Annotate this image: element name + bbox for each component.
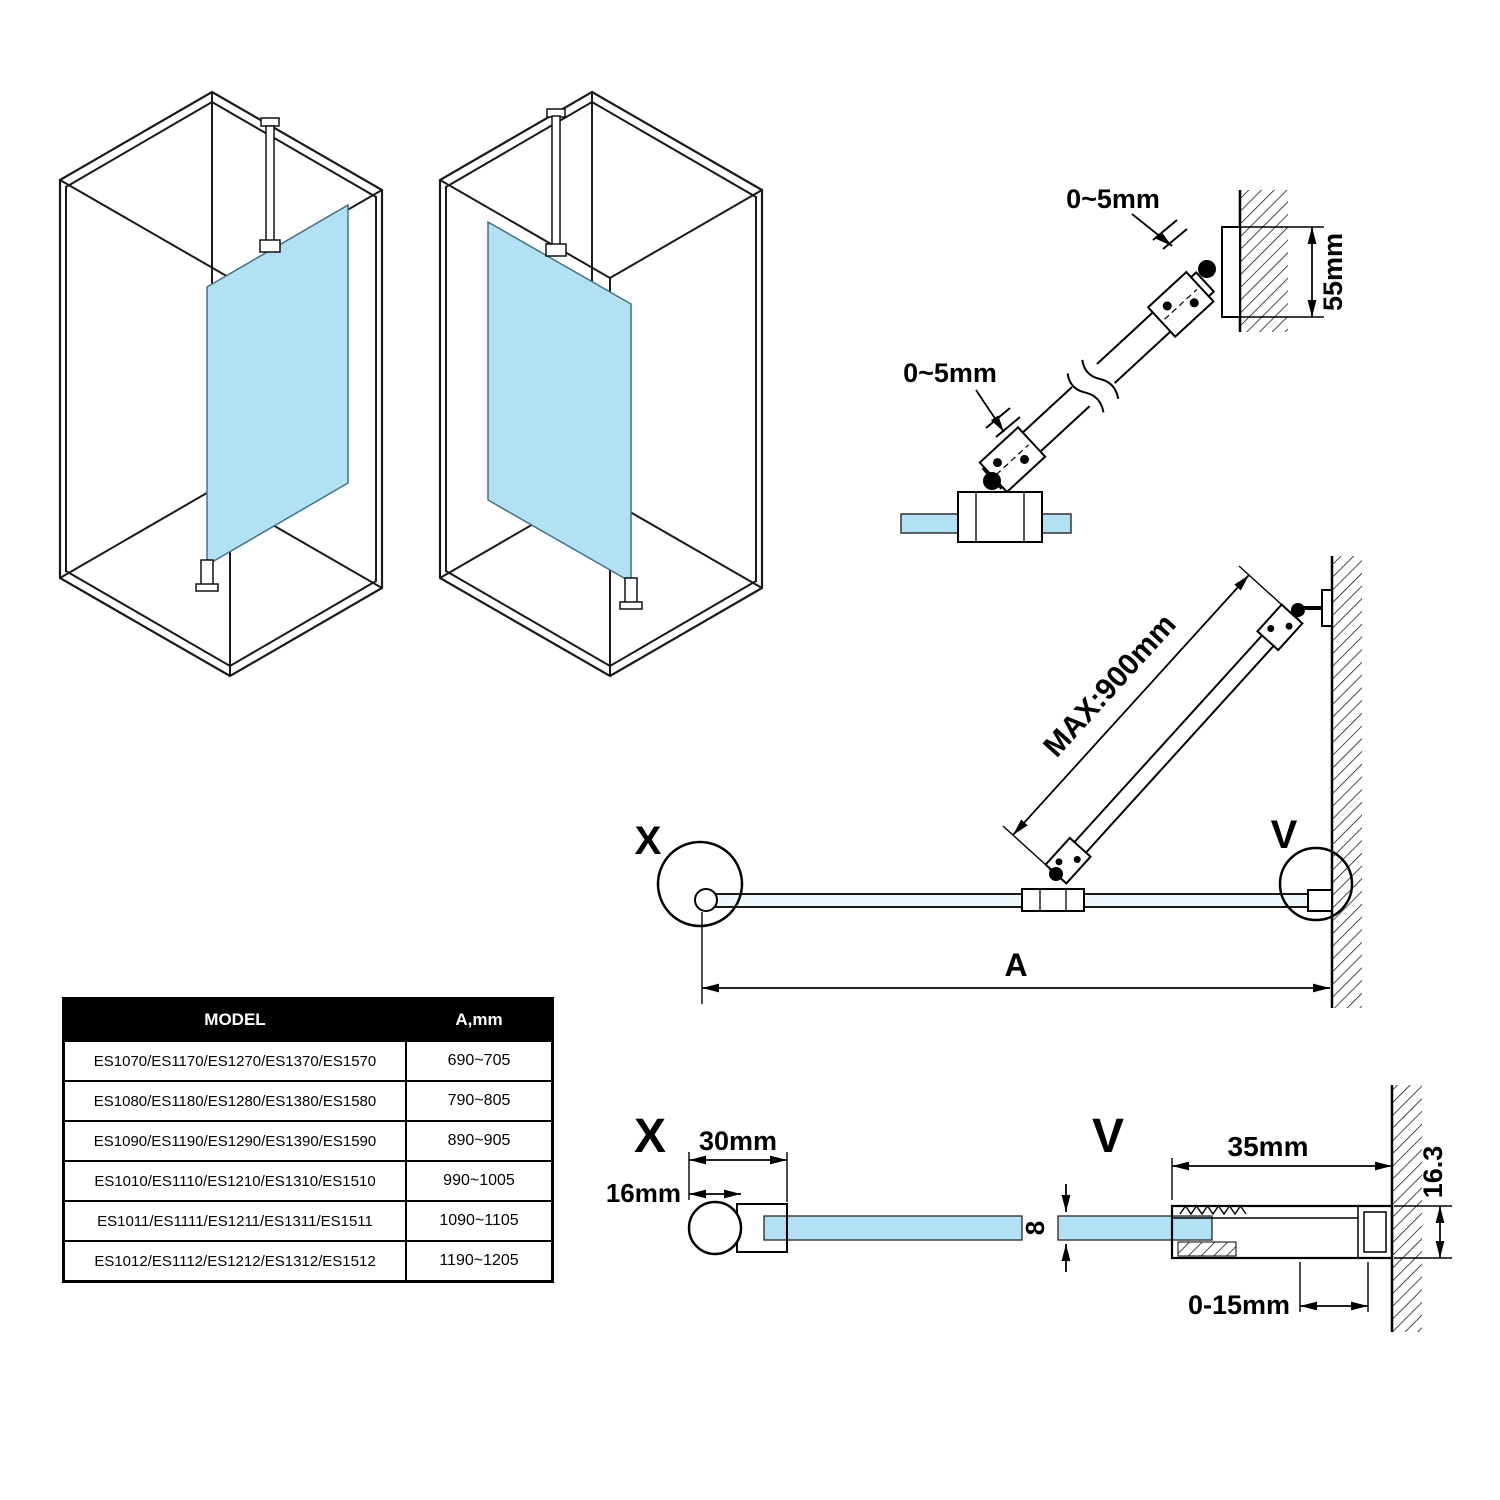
profile-cut-hatch [1177, 1241, 1237, 1257]
dim-max-bar-length: MAX:900mm [1002, 565, 1283, 866]
section-title: V [1092, 1110, 1124, 1163]
dim-35mm: 35mm [1171, 1131, 1392, 1200]
support-rod [265, 125, 275, 245]
cell-a: 790~805 [405, 1082, 551, 1120]
cell-model: ES1090/ES1190/ES1290/ES1390/ES1590 [93, 1132, 377, 1150]
dim-gap-mid: 0~5mm [903, 358, 1021, 438]
detail-v-label: V [1271, 813, 1298, 857]
cell-model: ES1011/ES1111/ES1211/ES1311/ES1511 [97, 1212, 373, 1230]
cell-model: ES1080/ES1180/ES1280/ES1380/ES1580 [93, 1092, 377, 1110]
dim-label: 16mm [606, 1178, 681, 1208]
profile-inner-block [1363, 1211, 1387, 1253]
bolt [1162, 301, 1172, 311]
floor-bracket-base [195, 583, 219, 592]
bar-break [1062, 353, 1125, 417]
cell-a: 1190~1205 [405, 1242, 551, 1280]
dim-adjust-range: 0-15mm [1188, 1262, 1369, 1320]
dim-wall-height: 55mm [1240, 226, 1348, 318]
col-header-model: MODEL [204, 1010, 266, 1029]
support-rod-clamp [259, 239, 281, 253]
support-rod-clamp [545, 243, 567, 257]
support-rod-top-mount [260, 117, 280, 127]
cell-a: 990~1005 [405, 1162, 551, 1200]
table-row: ES1090/ES1190/ES1290/ES1390/ES1590 890~9… [65, 1120, 551, 1160]
support-bar [978, 270, 1216, 494]
cell-model: ES1010/ES1110/ES1210/ES1310/ES1510 [94, 1172, 376, 1190]
glass-clamp-plan [1021, 888, 1085, 912]
glass-panel [206, 203, 349, 567]
end-post-profile [694, 888, 718, 912]
plan-view: MAX:900mm X V A [635, 556, 1362, 1008]
dim-16mm: 16mm [606, 1178, 741, 1208]
model-table: MODEL A,mm ES1070/ES1170/ES1270/ES1370/E… [62, 997, 554, 1283]
dim-gap-top: 0~5mm [1066, 184, 1188, 250]
cell-a: 690~705 [405, 1042, 551, 1080]
wall-profile [1170, 1204, 1394, 1260]
floor-bracket [624, 577, 638, 605]
table-row: ES1012/ES1112/ES1212/ES1312/ES1512 1190~… [65, 1240, 551, 1280]
dim-30mm: 30mm [688, 1126, 788, 1202]
cell-model: ES1070/ES1170/ES1270/ES1370/ES1570 [93, 1052, 377, 1070]
table-row: ES1011/ES1111/ES1211/ES1311/ES1511 1090~… [65, 1200, 551, 1240]
profile-serration [1179, 1204, 1247, 1216]
table-row: ES1070/ES1170/ES1270/ES1370/ES1570 690~7… [65, 1040, 551, 1080]
dim-glass-thickness: 8 [1020, 1184, 1071, 1272]
dim-label: 8 [1020, 1221, 1050, 1235]
dim-label: A [1004, 947, 1027, 983]
section-x: X 30mm 16mm [606, 1110, 1023, 1256]
wall-hatch [1392, 1085, 1422, 1332]
dim-label: 0~5mm [903, 358, 997, 388]
section-v: V 8 35mm 16.3 [1020, 1085, 1452, 1332]
dim-label: 35mm [1228, 1131, 1309, 1162]
dim-width-a: A [701, 912, 1330, 1004]
table-row: ES1080/ES1180/ES1280/ES1380/ES1580 790~8… [65, 1080, 551, 1120]
dim-label: MAX:900mm [1037, 608, 1182, 764]
cell-a: 1090~1105 [405, 1202, 551, 1240]
wall-hatch [1332, 556, 1362, 1008]
glass-panel [487, 220, 632, 584]
dim-label: 0-15mm [1188, 1290, 1290, 1320]
lower-pivot [1049, 867, 1063, 881]
table-row: ES1010/ES1110/ES1210/ES1310/ES1510 990~1… [65, 1160, 551, 1200]
wall-mount-plate [1221, 226, 1241, 318]
round-post-profile [687, 1200, 743, 1256]
cell-model: ES1012/ES1112/ES1212/ES1312/ES1512 [94, 1252, 376, 1270]
detail-circle-x [656, 840, 744, 928]
glass-clamp-block [957, 491, 1043, 543]
floor-bracket-base [619, 601, 643, 610]
glass-section [763, 1215, 1023, 1241]
wall-profile-plan [1307, 889, 1333, 912]
table-header-row: MODEL A,mm [65, 1000, 551, 1040]
lower-pivot [983, 472, 1001, 490]
dim-label: 16.3 [1418, 1146, 1448, 1199]
glass-section [1057, 1215, 1213, 1241]
wall-bracket-plate [1321, 589, 1333, 627]
dim-profile-height: 16.3 [1394, 1146, 1452, 1259]
dim-label: 55mm [1318, 233, 1348, 311]
diagonal-support-bar [1048, 607, 1300, 881]
bolt [1189, 298, 1199, 308]
floor-bracket [200, 559, 214, 587]
bolt [1019, 454, 1029, 464]
dim-label: 0~5mm [1066, 184, 1160, 214]
col-header-a: A,mm [405, 1000, 551, 1040]
upper-pivot [1198, 260, 1216, 278]
bar-upper-bracket [1256, 603, 1304, 652]
dim-label: 30mm [699, 1126, 777, 1156]
wall-hatch [1240, 190, 1288, 332]
support-bar-detail: 0~5mm 0~5mm 55mm [900, 184, 1348, 543]
section-title: X [634, 1110, 666, 1163]
bolt [992, 458, 1002, 468]
detail-x-label: X [635, 819, 662, 863]
support-rod [551, 115, 561, 249]
detail-circle-v [1278, 846, 1354, 922]
upper-pivot [1291, 603, 1305, 617]
cell-a: 890~905 [405, 1122, 551, 1160]
iso-view-left [58, 90, 384, 678]
iso-view-right [438, 90, 764, 678]
